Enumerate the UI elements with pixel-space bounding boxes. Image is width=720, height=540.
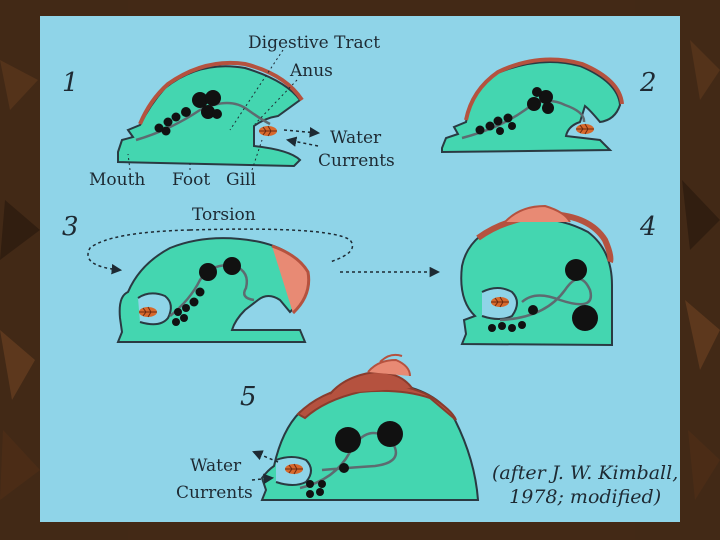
label-gill: Gill <box>226 170 256 190</box>
label-torsion: Torsion <box>192 205 256 225</box>
torsion-arrow <box>87 229 191 275</box>
shell-stage-1 <box>138 60 304 125</box>
label-anus: Anus <box>290 61 333 81</box>
torsion-arc <box>189 228 354 263</box>
stage-number-2: 2 <box>640 68 657 98</box>
snail-stage-2 <box>441 57 624 154</box>
stage-number-4: 4 <box>640 212 657 242</box>
label-digestive-tract: Digestive Tract <box>248 33 381 53</box>
stage-number-1: 1 <box>62 68 79 98</box>
credit-line-1: (after J. W. Kimball, <box>492 462 679 484</box>
snail-stage-4 <box>460 204 614 347</box>
label-mouth: Mouth <box>89 170 146 190</box>
credit-line-2: 1978; modified) <box>509 485 662 508</box>
label-currents-5: Currents <box>176 483 253 503</box>
snail-stage-1 <box>117 49 321 171</box>
gill-stage-5 <box>284 463 304 475</box>
shell-stage-4 <box>476 210 614 263</box>
stage-number-5: 5 <box>240 382 257 412</box>
label-foot: Foot <box>172 170 211 190</box>
gill-stage-1 <box>258 125 278 137</box>
gill-stage-3 <box>138 306 158 318</box>
gill-stage-2 <box>575 123 595 135</box>
snail-stage-5 <box>251 353 480 501</box>
digestive-tract-stage-4 <box>499 277 593 322</box>
label-water-5: Water <box>190 456 242 476</box>
shell-stage-3 <box>271 244 311 315</box>
stage-number-3: 3 <box>62 212 79 242</box>
shell-stage-2 <box>464 57 624 121</box>
label-currents-1: Currents <box>318 151 395 171</box>
gill-stage-4 <box>490 296 510 308</box>
figure-credit: (after J. W. Kimball, 1978; modified) <box>492 462 678 510</box>
label-water-1: Water <box>330 128 382 148</box>
snail-stage-3 <box>116 237 311 343</box>
